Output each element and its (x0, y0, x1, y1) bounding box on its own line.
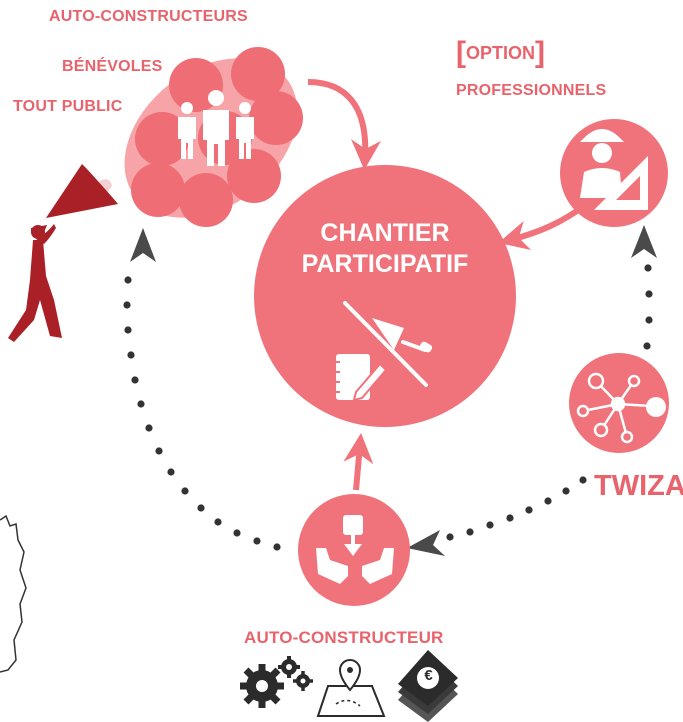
arrow-bottom-to-center (343, 433, 374, 491)
corsica-map (0, 514, 27, 673)
gears-icon (240, 656, 313, 708)
participants-group (124, 47, 303, 227)
map-pin-icon (316, 658, 386, 717)
arrow-group-to-center (307, 79, 381, 170)
option-text: OPTION (466, 43, 536, 63)
megaphone-figure (8, 164, 118, 342)
label-professionnels: PROFESSIONNELS (456, 82, 607, 99)
euro-symbol: € (424, 667, 433, 684)
arrowhead-left (130, 228, 156, 262)
hands-icon (316, 515, 394, 584)
arrowhead-right-top (631, 225, 657, 258)
center-circle (254, 165, 516, 427)
money-icon (398, 650, 458, 722)
no-trowel-icon (343, 301, 433, 387)
dotted-arc-right (446, 264, 653, 541)
label-auto-constructeur: AUTO-CONSTRUCTEUR (244, 628, 444, 647)
label-tout-public: TOUT PUBLIC (13, 98, 123, 115)
center-title-line2: PARTICIPATIF (301, 250, 469, 278)
label-twiza: TWIZA (594, 470, 683, 502)
center-title: CHANTIER PARTICIPATIF (276, 218, 494, 280)
engineer-icon (580, 129, 648, 210)
arrow-pro-to-center (498, 203, 586, 251)
people-icon (178, 90, 254, 166)
label-benevoles: BÉNÉVOLES (62, 58, 163, 75)
arrowhead-bottom (407, 530, 445, 556)
dotted-arc-left (123, 276, 281, 551)
label-auto-constructeurs: AUTO-CONSTRUCTEURS (49, 8, 248, 25)
notebook-pencil-icon (332, 354, 388, 402)
center-title-line1: CHANTIER (320, 219, 450, 247)
label-option: [OPTION] (456, 36, 545, 70)
option-bracket-open: [ (456, 36, 466, 69)
option-bracket-close: ] (535, 36, 546, 69)
network-icon (576, 372, 666, 444)
